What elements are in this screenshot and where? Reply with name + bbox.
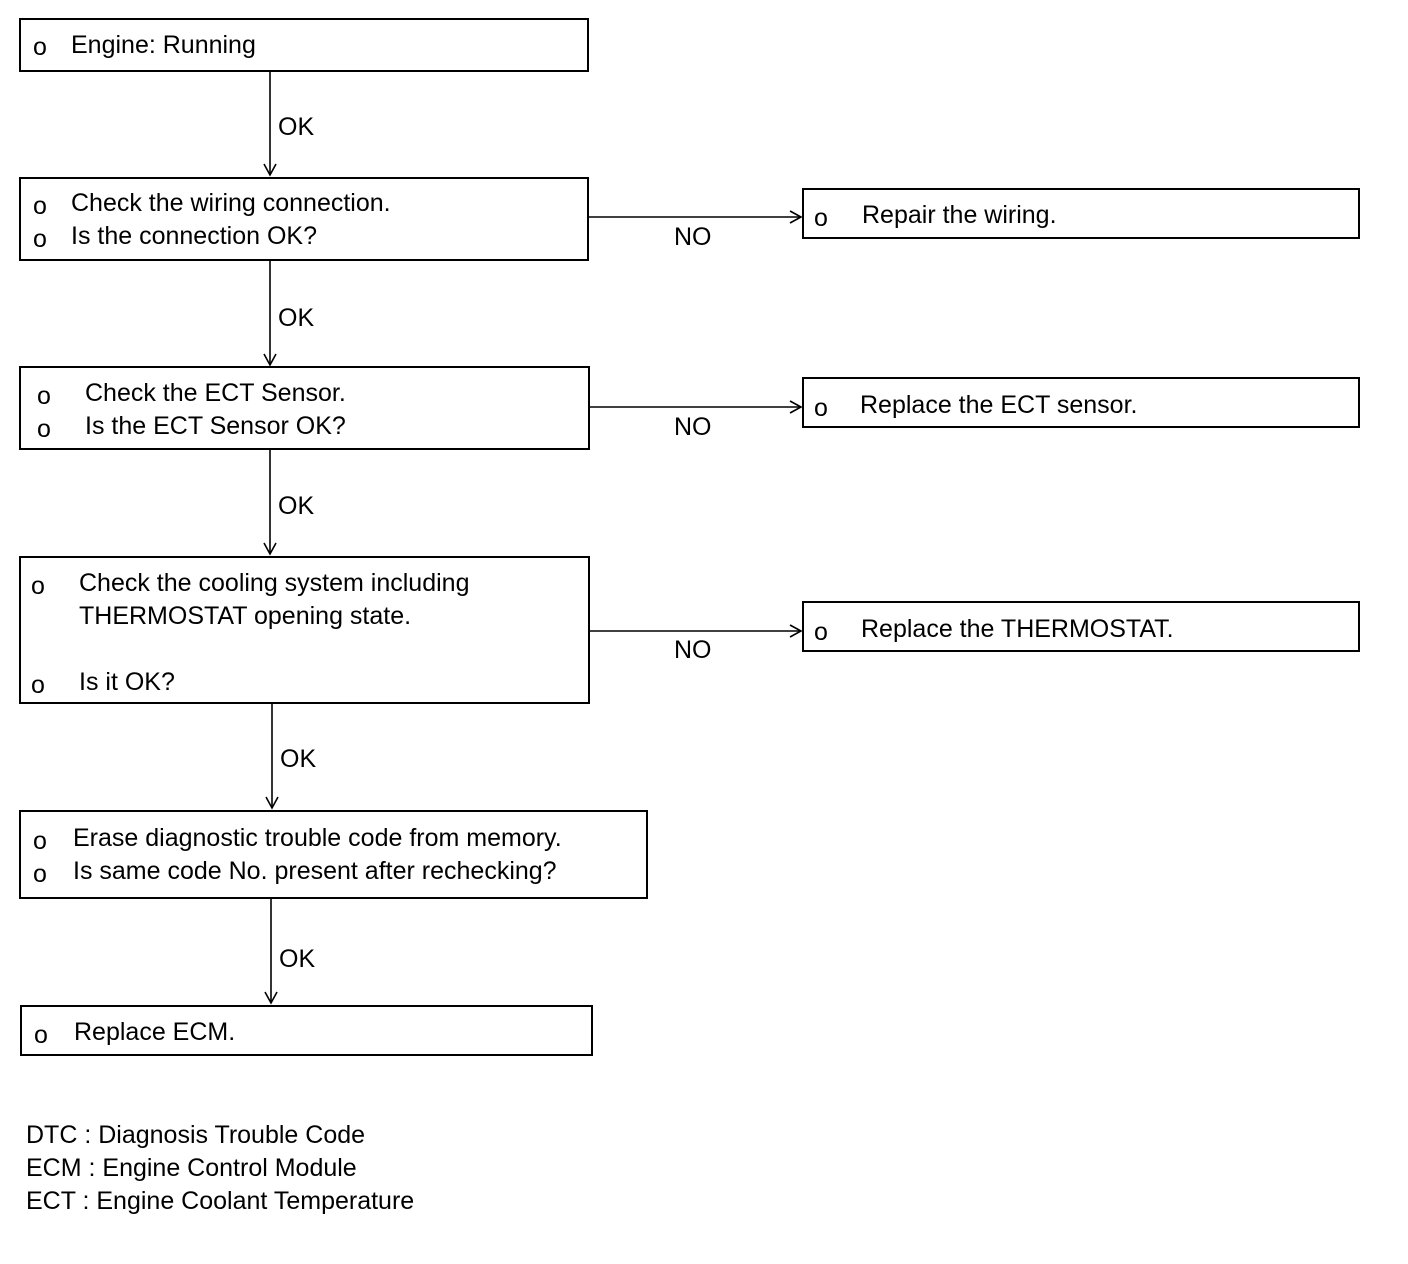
step-cooling-line-3: Is it OK? (79, 668, 175, 696)
step-ect-line-1: Check the ECT Sensor. (85, 379, 346, 407)
action-replace-thermostat: o Replace the THERMOSTAT. (802, 601, 1360, 652)
step-replace-ecm: o Replace ECM. (20, 1005, 593, 1056)
ok-label: OK (278, 304, 315, 332)
action-replace-ect-text: Replace the ECT sensor. (860, 391, 1138, 419)
step-ect-line-2: Is the ECT Sensor OK? (85, 412, 346, 440)
no-label: NO (674, 223, 712, 251)
bullet-marker: o (33, 860, 47, 888)
bullet-marker: o (33, 827, 47, 855)
step-engine-running: o Engine: Running (19, 18, 589, 72)
bullet-marker: o (37, 382, 51, 410)
action-replace-thermostat-text: Replace the THERMOSTAT. (861, 615, 1174, 643)
legend-dtc: DTC : Diagnosis Trouble Code (26, 1121, 366, 1149)
ok-label: OK (278, 113, 315, 141)
ok-label: OK (279, 945, 316, 973)
action-replace-ect: o Replace the ECT sensor. (802, 377, 1360, 428)
bullet-marker: o (31, 671, 45, 699)
bullet-marker: o (33, 192, 47, 220)
step-cooling-check: o Check the cooling system including THE… (19, 556, 590, 704)
no-label: NO (674, 413, 712, 441)
ok-label: OK (278, 492, 315, 520)
bullet-marker: o (34, 1021, 48, 1049)
bullet-marker: o (33, 225, 47, 253)
ok-label: OK (280, 745, 317, 773)
step-wiring-line-1: Check the wiring connection. (71, 189, 391, 217)
step-ect-check: o Check the ECT Sensor. o Is the ECT Sen… (19, 366, 590, 450)
step-engine-line-1: Engine: Running (71, 31, 256, 59)
step-erase-dtc: o Erase diagnostic trouble code from mem… (19, 810, 648, 899)
action-repair-wiring: o Repair the wiring. (802, 188, 1360, 239)
step-wiring-check: o Check the wiring connection. o Is the … (19, 177, 589, 261)
bullet-marker: o (814, 204, 828, 232)
legend-ect: ECT : Engine Coolant Temperature (26, 1187, 415, 1215)
bullet-marker: o (814, 394, 828, 422)
bullet-marker: o (37, 415, 51, 443)
bullet-marker: o (33, 33, 47, 61)
legend-ecm: ECM : Engine Control Module (26, 1154, 357, 1182)
step-cooling-line-2: THERMOSTAT opening state. (79, 602, 412, 630)
step-ecm-line-1: Replace ECM. (74, 1018, 236, 1046)
action-repair-wiring-text: Repair the wiring. (862, 201, 1057, 229)
step-wiring-line-2: Is the connection OK? (71, 222, 317, 250)
step-cooling-line-1: Check the cooling system including (79, 569, 470, 597)
step-erase-line-2: Is same code No. present after recheckin… (73, 857, 557, 885)
no-label: NO (674, 636, 712, 664)
bullet-marker: o (814, 618, 828, 646)
bullet-marker: o (31, 572, 45, 600)
step-erase-line-1: Erase diagnostic trouble code from memor… (73, 824, 562, 852)
